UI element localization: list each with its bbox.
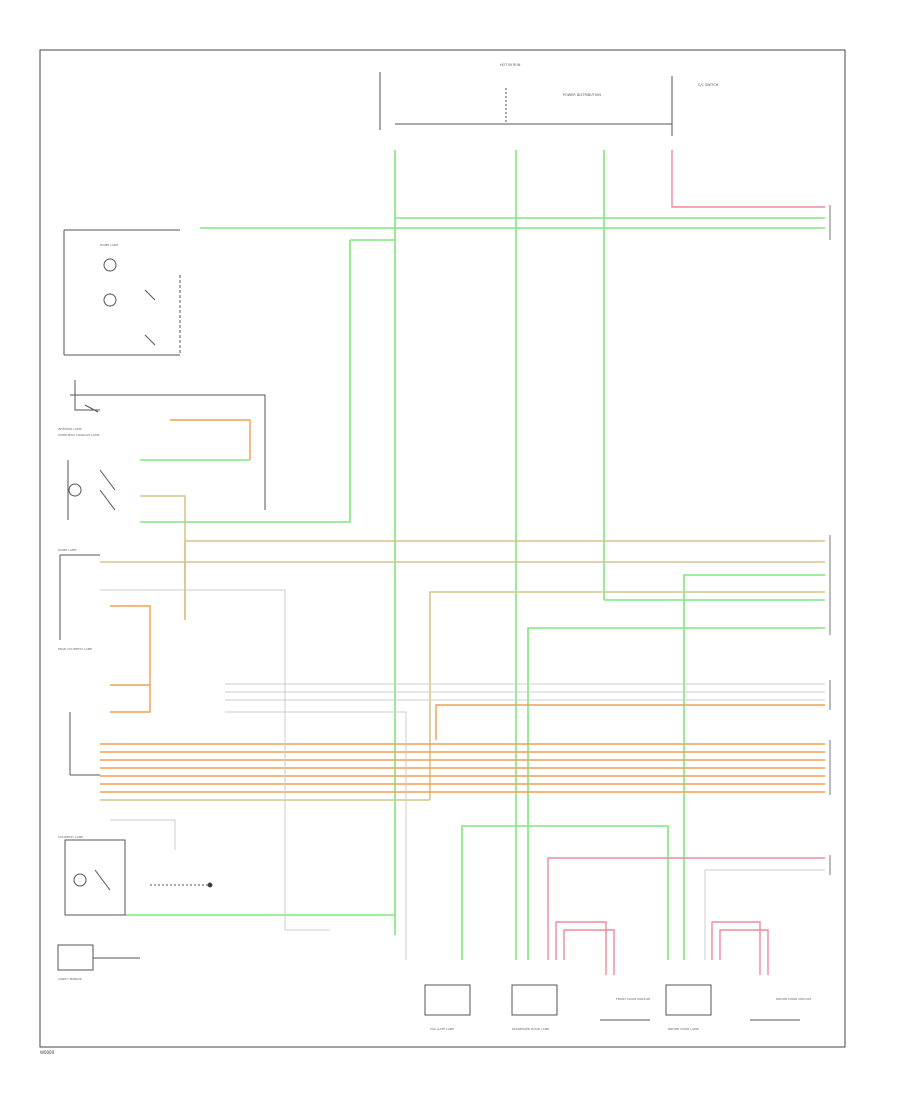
diagram-frame — [39, 49, 846, 1048]
switch-label: C/C SWITCH — [698, 83, 719, 87]
driver-door-module-label: DRIVER DOOR MODULE — [776, 997, 811, 1001]
junction-label: POWER DISTRIBUTION — [563, 93, 601, 97]
hot-label: HOT IN RUN — [500, 63, 521, 67]
dome-lamp-label: DOME LAMP — [58, 548, 76, 552]
tan-wires — [100, 495, 825, 801]
vanity-mirror-label: VANITY MIRROR — [58, 977, 82, 981]
component-labels: DOME LAMP INTERIOR LAMP OVERHEAD CONSOLE… — [58, 243, 811, 1031]
overhead-console-lamp-label: OVERHEAD CONSOLE LAMP — [58, 433, 100, 437]
green-wires — [125, 150, 825, 960]
dome-lamp-block — [59, 554, 100, 640]
dome-lamp-switch-label: DOME LAMP — [100, 243, 118, 247]
top-power-bus — [379, 72, 673, 136]
dome-lamp-switch-block — [63, 229, 181, 356]
bottom-components — [424, 984, 800, 1021]
front-door-module-label: FRONT DOOR MODULE — [616, 997, 650, 1001]
driver-door-lamp-label: DRIVER DOOR LAMP — [668, 1027, 699, 1031]
rear-courtesy-lamp-block — [69, 712, 100, 776]
vanity-mirror-block — [57, 944, 140, 971]
overhead-console-lamp-block — [67, 460, 116, 520]
tail-gate-lamp-label: TAIL GATE LAMP — [429, 1027, 454, 1031]
footer-code: W0000 — [40, 1050, 55, 1055]
top-labels: HOT IN RUN POWER DISTRIBUTION C/C SWITCH — [500, 63, 719, 97]
courtesy-lamp-block — [64, 839, 213, 916]
passenger-door-lamp-label: PASSENGER DOOR LAMP — [512, 1027, 549, 1031]
interior-lamp-block — [70, 380, 266, 510]
orange-wires — [100, 419, 825, 793]
gray-wires — [100, 589, 825, 960]
rear-courtesy-lamp-label: REAR COURTESY LAMP — [58, 647, 92, 651]
courtesy-lamp-label: COURTESY LAMP — [58, 835, 83, 839]
pink-wires — [547, 150, 825, 975]
interior-lamp-label: INTERIOR LAMP — [58, 427, 82, 431]
